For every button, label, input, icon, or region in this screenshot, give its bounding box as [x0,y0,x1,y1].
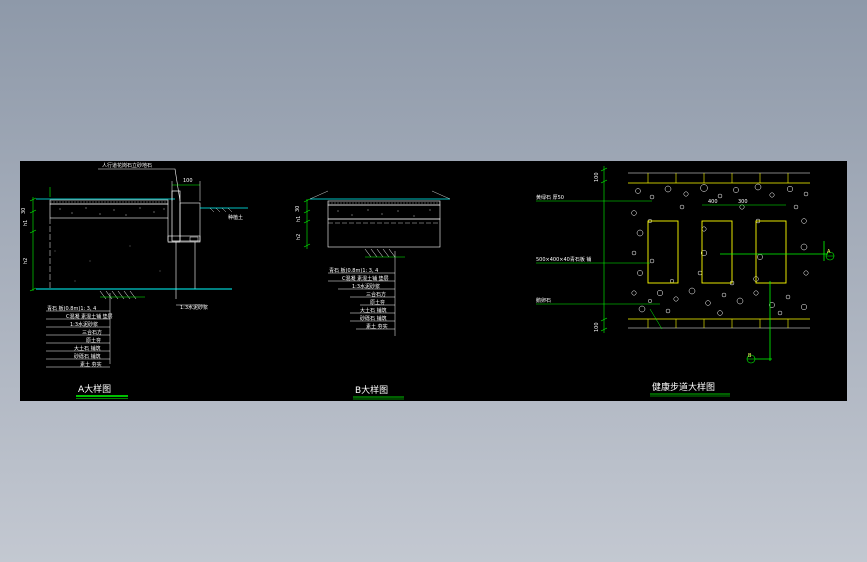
b-layer-5: 原土夯 [370,299,385,306]
a-dim-h1: h1 [23,220,29,226]
c-callout-a: A [827,249,831,255]
c-title: 健康步道大样图 [652,381,715,393]
a-title: A大样图 [78,383,111,395]
c-label-3: 鹅卵石 [536,297,551,304]
a-top-note: 人行道花岗石立砂地石 [102,162,152,169]
b-layer-2: C混凝 素混土铺 垫层 [342,275,389,282]
b-title: B大样图 [355,384,388,396]
detail-a: 人行道花岗石立砂地石 100 30 h1 h2 [21,162,248,399]
drawing-canvas: 人行道花岗石立砂地石 100 30 h1 h2 [21,162,835,400]
a-layer-3: 1:3水泥砂浆 [70,321,98,328]
a-layer-2: C混凝 素混土铺 垫层 [66,313,113,320]
b-dim-h1: h1 [296,216,302,222]
c-dim-400: 400 [708,199,718,205]
a-layer-4: 三合石方 [82,329,102,336]
b-layer-7: 砂砾石 铺筑 [360,315,387,322]
c-dim-top: 100 [594,172,600,182]
a-layer-6: 大土石 铺筑 [74,345,101,352]
b-layer-6: 大土石 铺筑 [360,307,387,314]
b-layer-8: 素土 夯实 [366,323,388,330]
a-layer-1: 青石 板(0.8m)1: 3, 4 [47,305,96,312]
a-dim-100: 100 [183,178,193,184]
c-dim-bottom: 100 [594,322,600,332]
cad-viewport[interactable]: 人行道花岗石立砂地石 100 30 h1 h2 [20,161,847,401]
c-label-2: 500×400×40青石板 铺 [536,256,591,263]
a-layer-7: 砂砾石 铺筑 [74,353,101,360]
c-label-1: 黄绿石 厚50 [536,194,564,201]
b-dim-h2: h2 [296,234,302,240]
a-dim-h2: h2 [23,258,29,264]
a-layer-8: 素土 夯实 [80,361,102,368]
a-bottom-note: 1:3水泥砂浆 [180,304,208,311]
c-callout-b: B [748,353,752,359]
a-dim-30: 30 [21,208,27,214]
a-right-note: 种植土 [228,214,243,221]
b-layer-3: 1:3水泥砂浆 [352,283,380,290]
b-dim-30: 30 [295,206,301,212]
b-layer-1: 青石 板(0.8m)1: 3, 4 [329,267,378,274]
detail-walkway: 100 100 [536,166,835,397]
detail-b: 30 h1 h2 青石 板(0.8m [295,190,451,400]
c-dim-300: 300 [738,199,748,205]
a-layer-5: 原土夯 [86,337,101,344]
b-layer-4: 三合石方 [366,291,386,298]
